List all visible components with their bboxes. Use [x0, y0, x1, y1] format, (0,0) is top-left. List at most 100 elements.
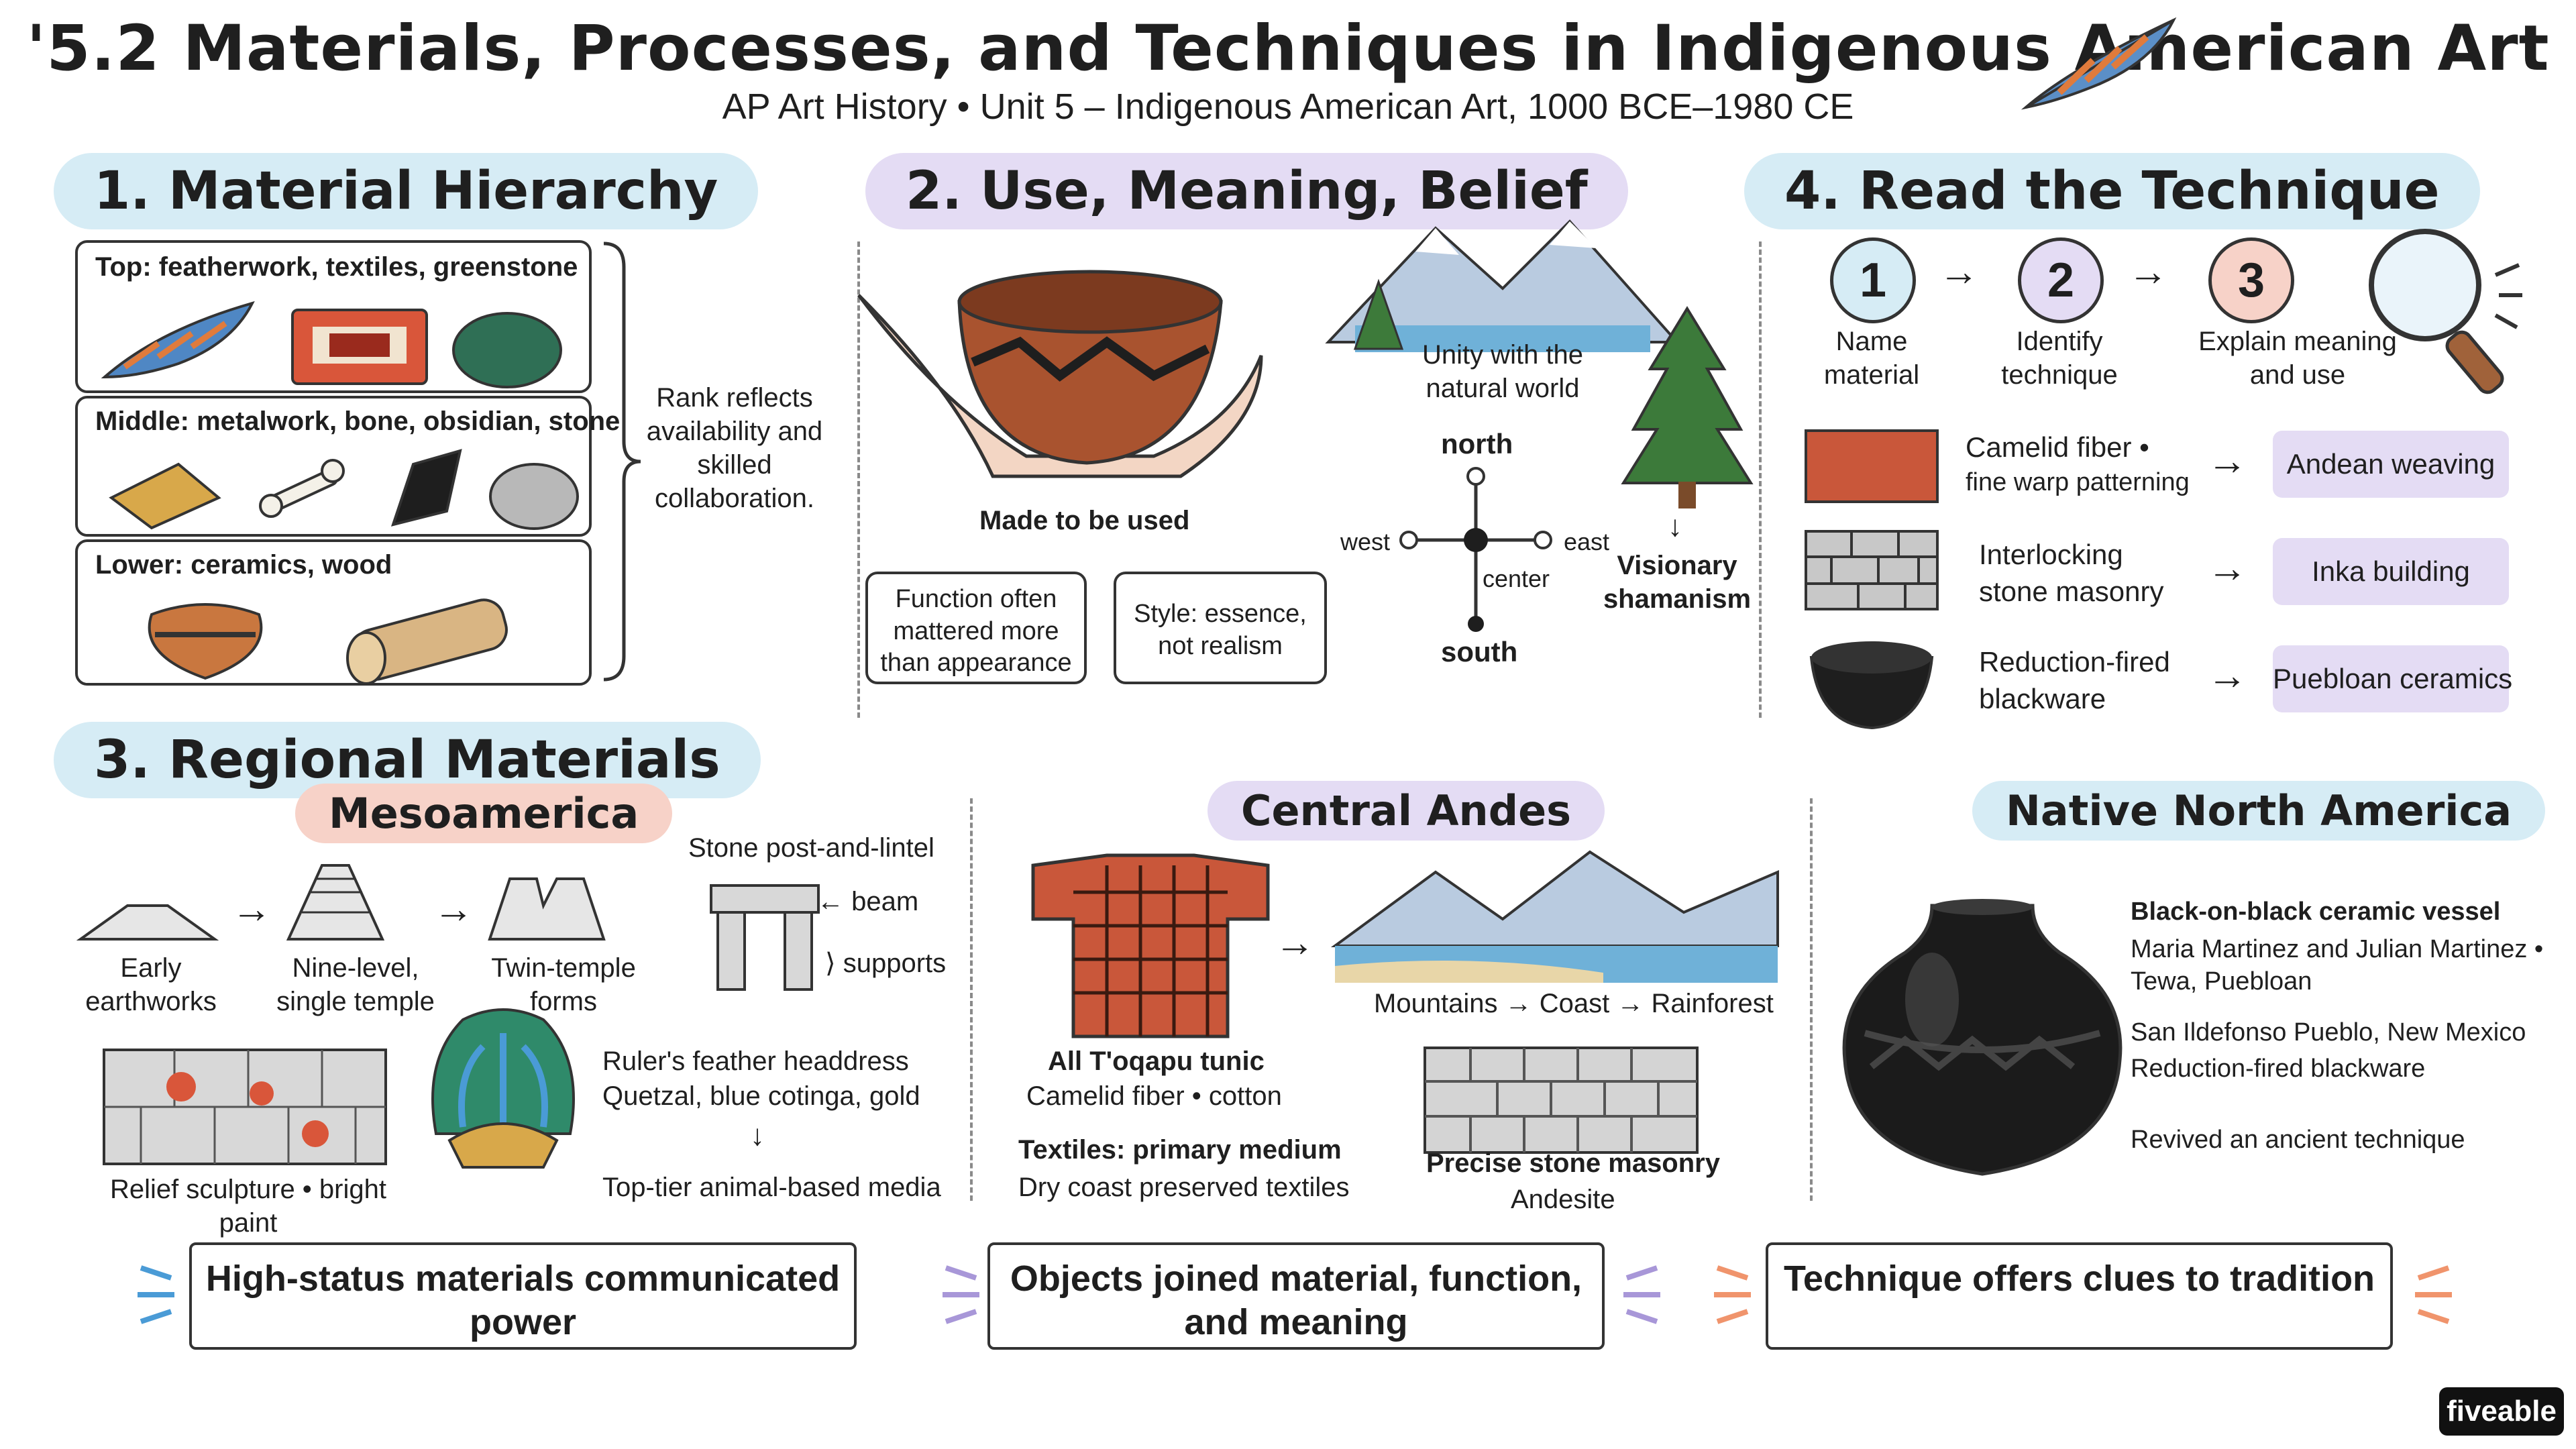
precise-masonry-icon	[1424, 1046, 1699, 1154]
row-1-arrow: →	[2207, 438, 2247, 483]
pine-tree-icon	[1621, 306, 1754, 508]
emphasis-lines-icon	[1623, 1265, 1660, 1324]
tunic-icon	[1031, 853, 1270, 1038]
step-2-label: Identify technique	[2001, 327, 2118, 390]
lower-tier-objects-icon	[148, 598, 508, 685]
emphasis-lines-icon	[1714, 1265, 1751, 1324]
direction-west: west	[1340, 528, 1391, 555]
meso-arrow-1: →	[231, 886, 272, 931]
direction-center: center	[1482, 565, 1550, 592]
tier-middle: Middle: metalwork, bone, obsidian, stone	[75, 396, 620, 537]
mountain-icon	[1325, 219, 1680, 352]
pyramid-icon	[76, 864, 606, 941]
headdress-result: Top-tier animal-based media	[602, 1173, 941, 1202]
row-3-arrow: →	[2207, 653, 2247, 698]
function-note-box: Function often mattered more than appear…	[865, 572, 1087, 684]
headdress-sub: Quetzal, blue cotinga, gold	[602, 1081, 920, 1111]
feather-icon	[2021, 17, 2177, 110]
divider-2	[1759, 241, 1762, 718]
step-arrow-2: →	[2128, 249, 2168, 294]
row-2-result: Inka building	[2273, 538, 2509, 605]
central-andes-heading: Central Andes	[1208, 781, 1605, 841]
headdress-arrow: ↓	[750, 1119, 765, 1152]
textiles-sub: Dry coast preserved textiles	[1018, 1173, 1350, 1202]
footer-box-2: Objects joined material, function, and m…	[987, 1242, 1605, 1350]
brand-logo: fiveable	[2439, 1387, 2564, 1436]
textiles-title: Textiles: primary medium	[1018, 1135, 1342, 1165]
section-read-technique-heading: 4. Read the Technique	[1744, 153, 2480, 229]
bowl-caption: Made to be used	[979, 506, 1190, 535]
divider-1	[857, 241, 860, 718]
headdress-icon	[431, 1008, 575, 1169]
emphasis-lines-icon	[943, 1265, 979, 1324]
direction-south: south	[1441, 636, 1518, 667]
visionary-arrow: ↓	[1668, 510, 1682, 543]
meso-stage-1: Early earthworks	[85, 953, 217, 1016]
footer-box-3: Technique offers clues to tradition	[1766, 1242, 2393, 1350]
textile-swatch-icon	[1805, 429, 1939, 503]
post-lintel-title: Stone post-and-lintel	[688, 833, 934, 863]
section-material-hierarchy-heading: 1. Material Hierarchy	[54, 153, 759, 229]
style-note-box: Style: essence, not realism	[1114, 572, 1327, 684]
middle-tier-objects-icon	[109, 449, 579, 530]
step-3-label: Explain meaning and use	[2198, 327, 2397, 390]
section-use-meaning-heading: 2. Use, Meaning, Belief	[865, 153, 1628, 229]
step-2-circle: 2	[2018, 237, 2104, 323]
top-tier-objects-icon	[101, 301, 562, 388]
row-1-text: Camelid fiber •fine warp patterning	[1966, 431, 2190, 496]
vessel-revived: Revived an ancient technique	[2131, 1126, 2465, 1154]
step-arrow-1: →	[1939, 249, 1979, 294]
bowl-icon	[857, 270, 1263, 478]
relief-caption: Relief sculpture • bright paint	[110, 1175, 386, 1238]
relief-sculpture-icon	[103, 1049, 387, 1165]
stone-masonry-icon	[1805, 530, 1939, 610]
masonry-sub: Andesite	[1511, 1185, 1615, 1214]
vessel-tribe: Tewa, Puebloan	[2131, 967, 2312, 996]
row-3-result: Puebloan ceramics	[2273, 645, 2512, 712]
visionary-text: Visionary shamanism	[1603, 551, 1752, 614]
tier-brace	[603, 241, 641, 682]
tunic-arrow: →	[1275, 920, 1315, 965]
meso-stage-3: Twin-temple forms	[491, 953, 636, 1016]
tier-top-label: Top: featherwork, textiles, greenstone	[95, 252, 578, 282]
masonry-title: Precise stone masonry	[1426, 1148, 1720, 1178]
supports-label: ⟩ supports	[825, 949, 947, 978]
mesoamerica-heading: Mesoamerica	[295, 784, 673, 843]
blackware-bowl-icon	[1809, 641, 1934, 730]
meso-stage-2: Nine-level, single temple	[276, 953, 435, 1016]
row-2-arrow: →	[2207, 545, 2247, 590]
emphasis-lines-icon	[138, 1265, 174, 1324]
headdress-title: Ruler's feather headdress	[602, 1046, 909, 1076]
tier-middle-label: Middle: metalwork, bone, obsidian, stone	[95, 407, 621, 436]
meso-arrow-2: →	[433, 886, 474, 931]
footer-box-1: High-status materials communicated power	[189, 1242, 857, 1350]
beam-label: ← beam	[817, 887, 919, 916]
north-america-heading: Native North America	[1972, 781, 2546, 841]
emphasis-lines-icon	[2415, 1265, 2452, 1324]
post-lintel-icon	[710, 884, 820, 991]
step-3-circle: 3	[2208, 237, 2294, 323]
step-1-circle: 1	[1830, 237, 1916, 323]
tunic-sub: Camelid fiber • cotton	[1026, 1081, 1282, 1111]
andes-landscape-caption: Mountains → Coast → Rainforest	[1374, 989, 1774, 1018]
tier-lower: Lower: ceramics, wood	[75, 539, 592, 686]
unity-text: Unity with the natural world	[1421, 340, 1584, 403]
page-subtitle: AP Art History • Unit 5 – Indigenous Ame…	[722, 87, 1854, 127]
divider-4	[1810, 798, 1813, 1201]
page-title: '5.2 Materials, Processes, and Technique…	[26, 12, 2550, 85]
black-pot-icon	[1842, 899, 2123, 1176]
tier-top: Top: featherwork, textiles, greenstone	[75, 240, 592, 393]
vessel-title: Black-on-black ceramic vessel	[2131, 898, 2501, 926]
direction-east: east	[1563, 528, 1610, 555]
compass-icon	[1399, 467, 1552, 632]
tier-lower-label: Lower: ceramics, wood	[95, 550, 392, 580]
row-1-result: Andean weaving	[2273, 431, 2509, 498]
andes-landscape-icon	[1330, 850, 1779, 983]
divider-3	[970, 798, 973, 1201]
direction-north: north	[1441, 428, 1513, 460]
magnifier-icon	[2369, 229, 2522, 394]
vessel-technique: Reduction-fired blackware	[2131, 1055, 2426, 1083]
vessel-artists: Maria Martinez and Julian Martinez •	[2131, 935, 2544, 963]
step-1-label: Name material	[1823, 327, 1920, 390]
